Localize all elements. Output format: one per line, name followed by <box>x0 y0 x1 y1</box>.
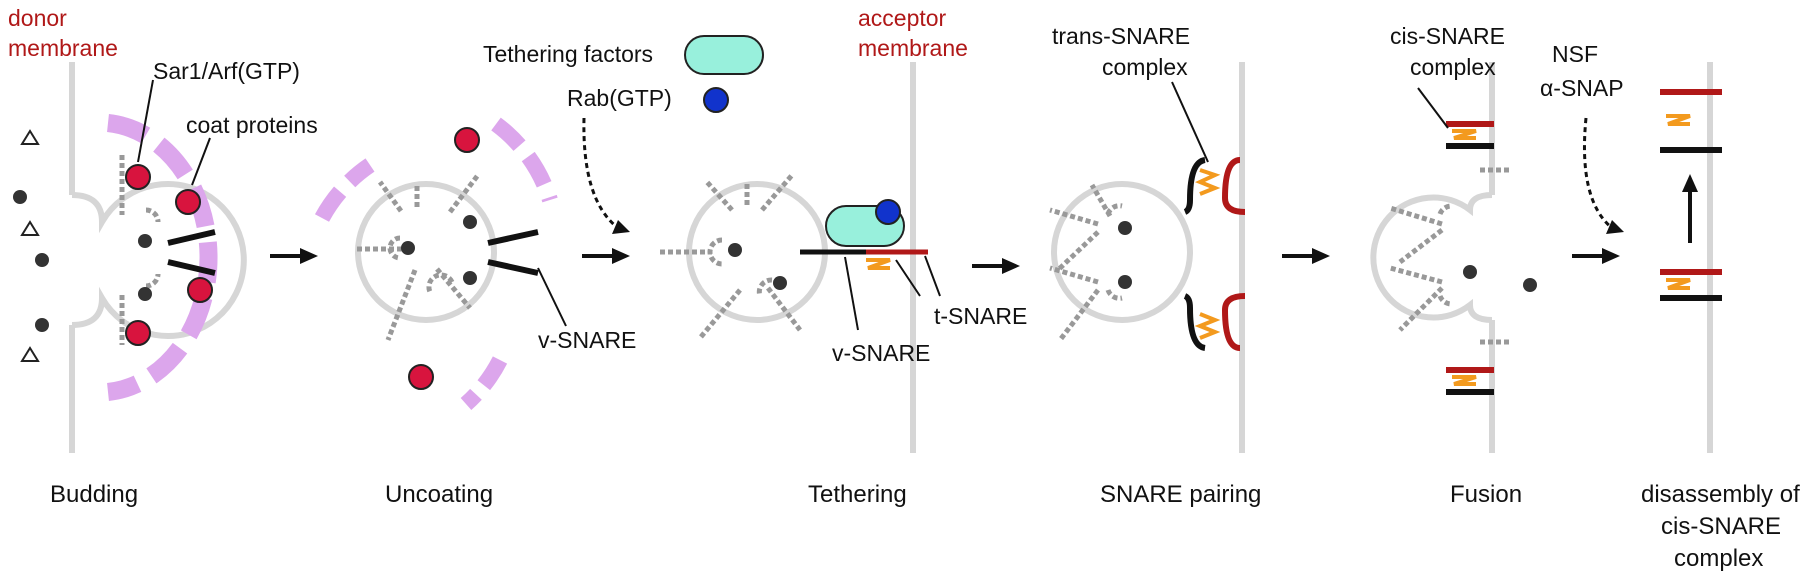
step-label-budding: Budding <box>50 481 138 508</box>
step-label-disassembly-3: complex <box>1674 545 1763 572</box>
v-snare-budding <box>167 229 216 276</box>
cargo <box>35 253 49 267</box>
panel-budding: donor membrane Sar1/Arf(GTP) coat protei… <box>8 5 318 508</box>
rab-gtp-legend <box>703 87 729 113</box>
step-arrow <box>1282 248 1330 264</box>
recruitment-arrow <box>582 117 619 230</box>
disassembly-arrowhead <box>1682 174 1698 192</box>
trans-snare-label-1: trans-SNARE <box>1052 23 1190 49</box>
recruitment-arrowhead <box>612 220 630 234</box>
step-arrow <box>270 248 318 264</box>
sar1-arf-label: Sar1/Arf(GTP) <box>153 58 300 84</box>
panel-snare-pairing: trans-SNARE complex SNARE pairing <box>1049 23 1261 508</box>
sar1-pointer <box>137 79 154 163</box>
panel-disassembly: NSF α-SNAP disassembly of cis-SNARE comp… <box>1540 41 1800 572</box>
step-label-uncoating: Uncoating <box>385 481 493 508</box>
nsf-label-1: NSF <box>1552 41 1598 67</box>
cargo <box>1118 221 1132 235</box>
cargo-receptors <box>660 172 802 340</box>
cis-snare-pointer <box>1417 87 1449 129</box>
cargo <box>138 234 152 248</box>
cargo <box>728 243 742 257</box>
cargo <box>1463 265 1477 279</box>
nsf-arrowhead <box>1606 220 1624 234</box>
rab-gtp-label: Rab(GTP) <box>567 85 672 111</box>
cis-snare-label-2: complex <box>1410 54 1496 80</box>
released-sar1-arf <box>408 364 434 390</box>
nsf-arrow <box>1583 117 1613 230</box>
cargo <box>463 215 477 229</box>
step-label-disassembly-1: disassembly of <box>1641 481 1800 508</box>
cargo-triangle <box>20 129 40 145</box>
released-snare-motif <box>1666 114 1691 126</box>
cargo <box>138 287 152 301</box>
cargo-triangle <box>20 220 40 236</box>
cargo-receptors <box>357 173 480 341</box>
sar1-arf-gtp <box>125 164 151 190</box>
cargo <box>463 271 477 285</box>
cargo <box>1523 278 1537 292</box>
cis-snare-complex <box>1660 269 1722 301</box>
coat-pointer <box>191 137 211 186</box>
trans-snare-label-2: complex <box>1102 54 1188 80</box>
sar1-arf-gtp <box>187 277 213 303</box>
v-snare-label: v-SNARE <box>538 327 636 353</box>
step-label-disassembly-2: cis-SNARE <box>1661 513 1781 540</box>
vesicle-membrane <box>355 181 497 323</box>
rab-gtp <box>875 199 901 225</box>
v-snare-label: v-SNARE <box>832 340 930 366</box>
coat-proteins-label: coat proteins <box>186 112 318 138</box>
panel-fusion: cis-SNARE complex Fusion <box>1370 23 1537 508</box>
step-arrow <box>1572 248 1620 264</box>
step-arrow <box>972 258 1020 274</box>
t-snare-pointer <box>924 255 941 297</box>
cargo <box>35 318 49 332</box>
panel-uncoating: v-SNARE Uncoating <box>314 117 636 508</box>
cargo <box>1118 275 1132 289</box>
sar1-arf-gtp <box>125 320 151 346</box>
cis-snare-label-1: cis-SNARE <box>1390 23 1505 49</box>
step-label-snare-pairing: SNARE pairing <box>1100 481 1261 508</box>
cargo-receptors <box>1389 167 1510 345</box>
donor-membrane-label-2: membrane <box>8 35 118 61</box>
trans-snare-pointer <box>1171 81 1209 163</box>
vesicle-membrane <box>1051 181 1193 323</box>
cargo <box>13 190 27 204</box>
acceptor-membrane-label-1: acceptor <box>858 5 947 31</box>
cargo <box>773 276 787 290</box>
fused-vesicle-membrane <box>1370 192 1493 323</box>
tethering-factor-legend <box>684 35 764 75</box>
cargo-receptors <box>119 155 161 345</box>
step-arrow <box>582 248 630 264</box>
t-snare-orange <box>866 258 891 270</box>
v-snare-pointer <box>537 267 567 327</box>
t-snare-label: t-SNARE <box>934 303 1027 329</box>
cargo <box>401 241 415 255</box>
released-sar1-arf <box>454 127 480 153</box>
v-snare-uncoating <box>487 229 539 276</box>
shed-coat-fragment <box>491 117 558 203</box>
tethering-factors-label: Tethering factors <box>483 41 653 67</box>
step-label-tethering: Tethering <box>808 481 907 508</box>
coat-protein-shell <box>106 114 218 401</box>
t-snare-pointer <box>895 259 921 297</box>
sar1-arf-gtp <box>175 189 201 215</box>
step-label-fusion: Fusion <box>1450 481 1522 508</box>
cargo-receptors <box>1049 183 1123 342</box>
donor-membrane-label-1: donor <box>8 5 67 31</box>
budding-vesicle-membrane <box>71 181 247 339</box>
trans-snare-complex-lower <box>1183 293 1246 351</box>
trans-snare-complex-upper <box>1183 157 1246 215</box>
cargo-triangle <box>20 346 40 362</box>
nsf-label-2: α-SNAP <box>1540 75 1624 101</box>
cis-snare-complex-upper <box>1446 121 1494 149</box>
panel-tethering: Tethering factors Rab(GTP) acceptor memb… <box>483 5 1027 508</box>
shed-coat-fragment <box>460 356 508 410</box>
cis-snare-complex-lower <box>1446 367 1494 395</box>
acceptor-membrane-label-2: membrane <box>858 35 968 61</box>
v-snare-pointer <box>844 256 859 331</box>
shed-coat-fragment <box>314 158 375 222</box>
